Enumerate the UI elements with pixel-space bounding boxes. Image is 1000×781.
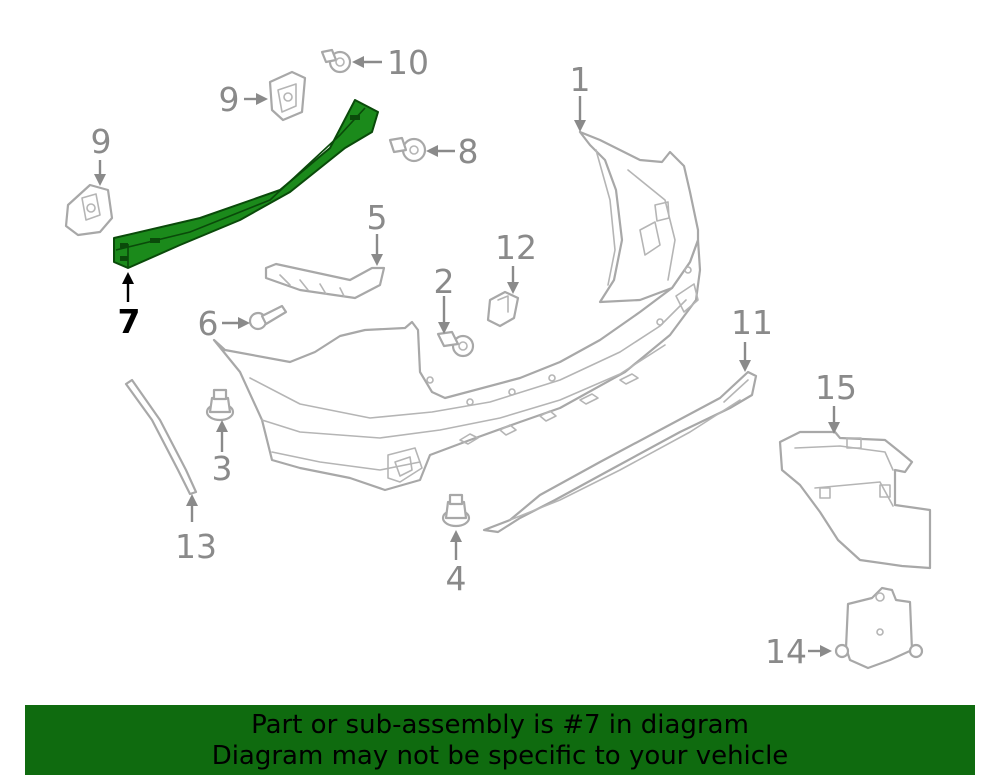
callout-12: 12 xyxy=(495,228,537,267)
sensor-module-14-part[interactable] xyxy=(834,586,924,670)
banner-line-1: Part or sub-assembly is #7 in diagram xyxy=(251,710,749,740)
callout-14: 14 xyxy=(765,632,807,671)
callout-13: 13 xyxy=(175,527,217,566)
bracket-left-part[interactable] xyxy=(64,183,114,237)
banner-line-2: Diagram may not be specific to your vehi… xyxy=(211,741,789,771)
bolt-10-part[interactable] xyxy=(320,48,352,74)
callout-5: 5 xyxy=(367,198,388,237)
leader-lines xyxy=(94,56,840,657)
callout-15: 15 xyxy=(815,368,857,407)
callout-8: 8 xyxy=(458,132,479,171)
callout-4: 4 xyxy=(446,559,467,598)
bolt-2-part[interactable] xyxy=(436,330,475,358)
clip-12-part[interactable] xyxy=(486,290,520,328)
callout-1: 1 xyxy=(570,60,591,99)
reinforcement-bar-part[interactable] xyxy=(113,99,379,269)
callout-6: 6 xyxy=(198,304,219,343)
side-bracket-5-part[interactable] xyxy=(264,262,386,300)
bumper-cover-part[interactable] xyxy=(212,130,702,492)
parts-diagram: 1 2 3 4 5 6 7 8 9 9 10 11 12 13 14 15 xyxy=(64,43,932,671)
callout-9-top: 9 xyxy=(219,80,240,119)
callout-3: 3 xyxy=(212,449,233,488)
callout-2: 2 xyxy=(434,262,455,301)
callout-7-highlighted: 7 xyxy=(118,302,141,341)
info-banner: Part or sub-assembly is #7 in diagram Di… xyxy=(25,705,975,775)
bolt-8-part[interactable] xyxy=(388,136,427,163)
push-clip-4-part[interactable] xyxy=(441,493,471,528)
callout-11: 11 xyxy=(731,303,773,342)
callout-10: 10 xyxy=(387,43,429,82)
bracket-assembly-15-part[interactable] xyxy=(778,430,932,570)
screw-6-part[interactable] xyxy=(248,304,288,331)
callout-9-left: 9 xyxy=(91,122,112,161)
molding-13-part[interactable] xyxy=(124,378,198,496)
bracket-top-part[interactable] xyxy=(268,70,307,122)
callout-labels: 1 2 3 4 5 6 7 8 9 9 10 11 12 13 14 15 xyxy=(91,43,858,671)
push-clip-3-part[interactable] xyxy=(205,388,235,422)
lower-valance-11-part[interactable] xyxy=(482,370,758,534)
